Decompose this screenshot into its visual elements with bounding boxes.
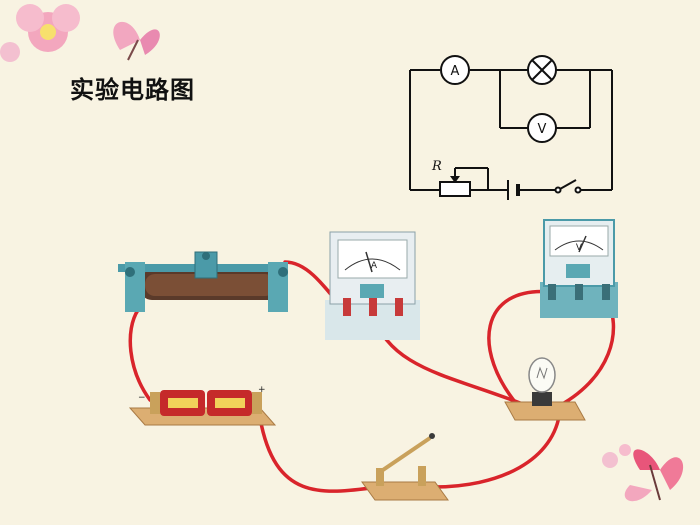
wire-rheostat-battery: [128, 308, 152, 402]
wire-battery-switch: [258, 416, 380, 493]
schematic-rheostat-icon: [439, 168, 471, 197]
circuit-schematic: [409, 69, 613, 191]
flower-bottom-icon: [602, 444, 631, 468]
schematic-battery-icon: [507, 180, 520, 200]
rheostat-apparatus: [118, 251, 288, 312]
voltmeter-apparatus: [540, 219, 618, 318]
voltmeter-dial-letter: V: [576, 243, 583, 253]
page-title: 实验电路图: [70, 76, 195, 104]
schematic-voltmeter-label: V: [538, 122, 547, 137]
battery-plus-label: +: [258, 385, 266, 395]
switch-apparatus: [361, 433, 449, 501]
schematic-ammeter-label: A: [451, 64, 460, 79]
schematic-rheostat-label: R: [431, 159, 442, 174]
ammeter-apparatus: [325, 231, 420, 340]
schematic-voltmeter-icon: [527, 113, 557, 143]
lamp-apparatus: [504, 357, 586, 421]
butterfly-top-icon: [113, 21, 160, 61]
battery-apparatus: [128, 390, 277, 426]
schematic-ammeter-icon: [440, 55, 470, 85]
wire-lamp-voltmeter-left: [487, 289, 554, 410]
schematic-switch-icon: [554, 179, 582, 194]
butterfly-bottom-icon: [624, 449, 684, 502]
schematic-lamp-icon: [527, 55, 557, 85]
wire-switch-lamp: [428, 408, 562, 489]
battery-minus-label: −: [138, 393, 146, 403]
ammeter-dial-letter: A: [371, 261, 378, 271]
flower-decoration-icon: [0, 4, 80, 62]
